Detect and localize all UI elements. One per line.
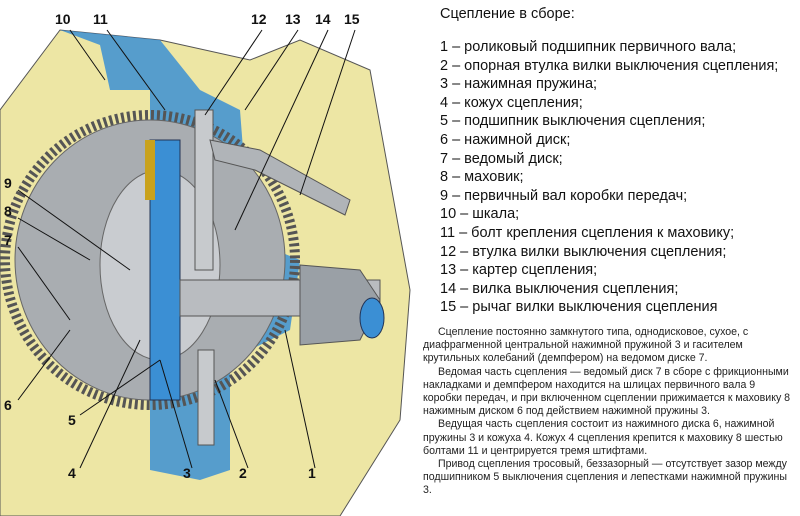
release-fork-lever bbox=[209, 139, 351, 216]
legend-item: 9 – первичный вал коробки передач; bbox=[440, 187, 688, 204]
description-paragraph: Ведомая часть сцепления — ведомый диск 7… bbox=[423, 365, 791, 418]
description-paragraph: Сцепление постоянно замкнутого типа, одн… bbox=[423, 326, 749, 365]
shaft-end bbox=[359, 297, 385, 339]
label-14: 14 bbox=[315, 11, 331, 27]
clutch-assembly-illustration bbox=[0, 29, 411, 516]
pressure-plate bbox=[149, 139, 181, 401]
fork-sleeve bbox=[194, 109, 214, 271]
legend-item: 10 – шкала; bbox=[440, 206, 520, 223]
label-10: 10 bbox=[55, 11, 71, 27]
flywheel-gear-ring bbox=[0, 110, 300, 410]
leader-lines bbox=[17, 29, 356, 469]
label-11: 11 bbox=[93, 11, 108, 27]
description-paragraph: Ведущая часть сцепления состоит из нажим… bbox=[423, 418, 783, 457]
friction-linings bbox=[145, 140, 155, 200]
legend-item: 12 – втулка вилки выключения сцепления; bbox=[440, 243, 727, 260]
label-2: 2 bbox=[239, 465, 247, 481]
label-3: 3 bbox=[183, 465, 191, 481]
legend-item: 4 – кожух сцепления; bbox=[440, 94, 583, 111]
legend-item: 14 – вилка выключения сцепления; bbox=[440, 280, 679, 297]
label-5: 5 bbox=[68, 412, 76, 428]
legend-item: 6 – нажимной диск; bbox=[440, 131, 571, 148]
label-6: 6 bbox=[4, 397, 12, 413]
legend-item: 11 – болт крепления сцепления к маховику… bbox=[440, 224, 735, 241]
legend-item: 2 – опорная втулка вилки выключения сцеп… bbox=[440, 57, 779, 74]
label-1: 1 bbox=[308, 465, 316, 481]
legend-item: 7 – ведомый диск; bbox=[440, 150, 563, 167]
parts-legend: 1 – роликовый подшипник первичного вала;… bbox=[440, 38, 778, 317]
description-paragraph: Привод сцепления тросовый, беззазорный —… bbox=[423, 458, 787, 497]
legend-item: 1 – роликовый подшипник первичного вала; bbox=[440, 39, 737, 55]
label-15: 15 bbox=[344, 11, 360, 27]
label-7: 7 bbox=[4, 232, 12, 248]
label-9: 9 bbox=[4, 175, 12, 191]
legend-item: 13 – картер сцепления; bbox=[440, 262, 598, 279]
label-8: 8 bbox=[4, 203, 12, 219]
legend-title: Сцепление в сборе: bbox=[440, 6, 575, 22]
legend-item: 3 – нажимная пружина; bbox=[440, 76, 598, 93]
legend-item: 5 – подшипник выключения сцепления; bbox=[440, 113, 706, 130]
label-13: 13 bbox=[285, 11, 301, 27]
label-4: 4 bbox=[68, 465, 76, 481]
fork-sleeve-bottom bbox=[197, 349, 215, 446]
legend-item: 15 – рычаг вилки выключения сцепления bbox=[440, 299, 718, 316]
description: Сцепление постоянно замкнутого типа, одн… bbox=[423, 326, 795, 498]
legend-item: 8 – маховик; bbox=[440, 169, 524, 186]
label-12: 12 bbox=[251, 11, 267, 27]
